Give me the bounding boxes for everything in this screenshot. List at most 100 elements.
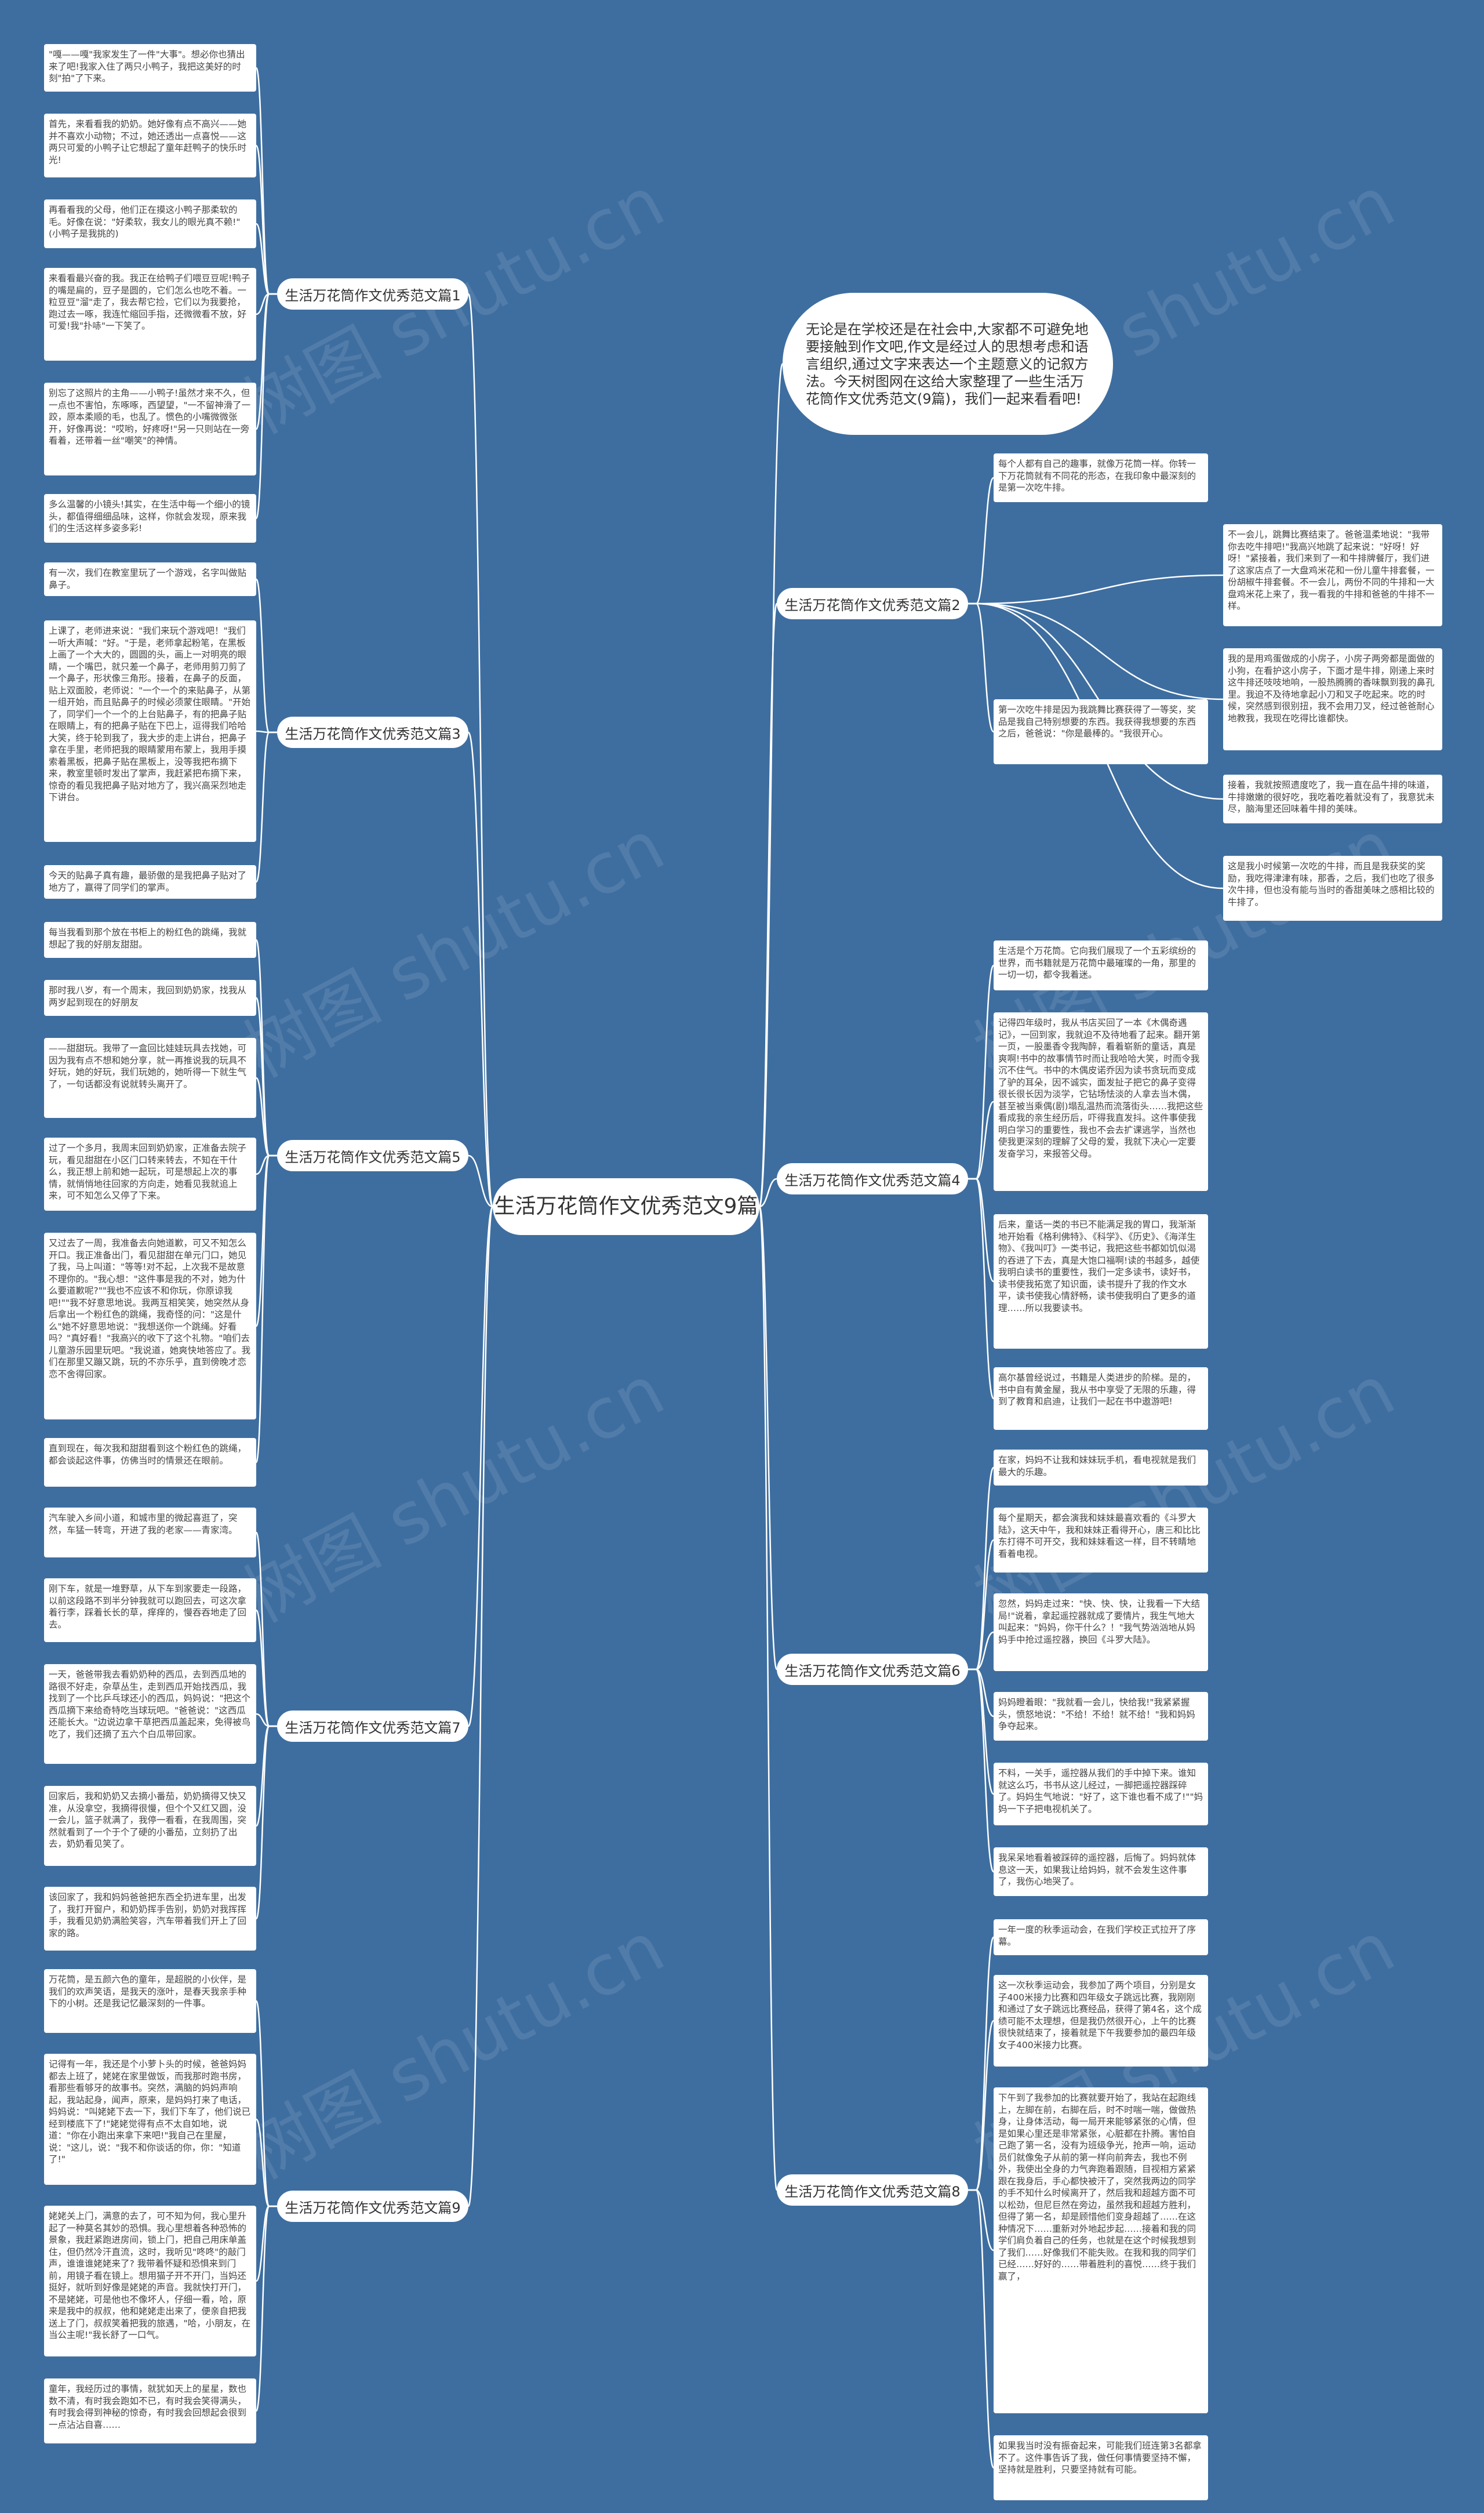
leaf-1-1: "嘎——嘎"我家发生了一件"大事"。想必你也猜出来了吧!我家入住了两只小鸭子，我… [44,44,256,92]
leaf-5-5: 又过去了一周，我准备去向她道歉，可又不知怎么开口。我正准备出门，看见甜甜在单元门… [44,1233,256,1419]
link-leaf-8 [976,2189,994,2251]
link-leaf-5 [255,1077,270,1157]
leaf-4-4: 高尔基曾经说过，书籍是人类进步的阶梯。是的，书中自有黄金屋，我从书中享受了无限的… [994,1367,1208,1430]
leaf-2-3: 我的是用鸡蛋做成的小房子，小房子两旁都是面做的小狗，在看护这小房子，下面才是牛排… [1223,648,1442,750]
branch-8[interactable]: 生活万花筒作文优秀范文篇8 [777,2174,968,2206]
link-leaf-2 [976,574,1224,605]
leaf-5-1: 每当我看到那个放在书柜上的粉红色的跳绳，我就想起了我的好朋友甜甜。 [44,922,256,958]
link-leaf-6 [975,1668,995,1795]
link-leaf-1 [255,223,270,295]
link-leaf-1 [255,144,270,295]
branch-1[interactable]: 生活万花筒作文优秀范文篇1 [277,278,468,310]
branch-3[interactable]: 生活万花筒作文优秀范文篇3 [277,717,468,748]
link-leaf-3 [255,578,270,733]
leaf-8-2: 这一次秋季运动会，我参加了两个项目，分别是女子400米接力比赛和四年级女子跳远比… [994,1975,1208,2067]
link-leaf-9 [255,2118,270,2207]
link-root-branch-3 [467,731,494,1208]
leaf-8-4: 如果我当时没有振奋起来，可能我们班连第3名都拿不了。这件事告诉了我，做任何事情要… [994,2435,1208,2500]
intro-bubble[interactable]: 无论是在学校还是在社会中,大家都不可避免地要接触到作文吧,作文是经过人的思想考虑… [783,293,1113,435]
link-leaf-1 [256,293,270,315]
leaf-1-4: 来看看最兴奋的我。我正在给鸭子们喂豆豆呢!鸭子的嘴是扁的，豆子是圆的，它们怎么也… [44,268,256,361]
link-leaf-7 [255,1531,270,1727]
leaf-5-6: 直到现在，每次我和甜甜看到这个粉红色的跳绳，都会谈起这件事，仿佛当时的情景还在眼… [44,1438,256,1487]
leaf-6-1: 在家，妈妈不让我和妹妹玩手机，看电视就是我们最大的乐趣。 [994,1450,1208,1486]
leaf-3-1: 有一次，我们在教室里玩了一个游戏，名字叫做贴鼻子。 [44,562,256,596]
leaf-2-1: 每个人都有自己的趣事，就像万花筒一样。你转一下万花筒就有不同花的形态，在我印象中… [994,453,1208,502]
link-root-branch-8 [758,1205,778,2191]
link-leaf-1 [255,293,270,520]
link-leaf-7 [255,1725,270,1920]
link-leaf-8 [975,1936,995,2191]
leaf-9-1: 万花筒，是五颜六色的童年，是超脱的小伙伴，是我们的欢声笑语，是我天的涨叶，是春天… [44,1969,256,2033]
leaf-6-4: 妈妈瞪着眼："我就看一会儿，快给我!"我紧紧握头，愤怒地说："不给！不给！就不给… [994,1692,1208,1741]
leaf-9-4: 童年，我经历过的事情，就犹如天上的星星，数也数不清，有时我会跑如不已，有时我会笑… [44,2378,256,2443]
link-leaf-4 [975,964,995,1180]
branch-4[interactable]: 生活万花筒作文优秀范文篇4 [777,1163,968,1194]
leaf-5-4: 过了一个多月，我周末回到奶奶家，正准备去院子玩，看见甜甜在小区门口转来转去，不知… [44,1138,256,1211]
leaf-7-4: 回家后，我和奶奶又去摘小番茄，奶奶摘得又快又准，从没拿空，我摘得很慢，但个个又红… [44,1786,256,1866]
leaf-3-3: 今天的贴鼻子真有趣，最骄傲的是我把鼻子贴对了地方了，赢得了同学们的掌声。 [44,865,256,899]
leaf-2-5: 接着，我就按照遗度吃了，我一直在品牛排的味道，牛排嫩嫩的很好吃，我吃着吃着就没有… [1223,775,1442,823]
leaf-3-2: 上课了，老师进来说："我们来玩个游戏吧！"我们一听大声喊："好。"于是，老师拿起… [44,620,256,842]
branch-2[interactable]: 生活万花筒作文优秀范文篇2 [777,588,968,619]
link-leaf-3 [256,730,270,733]
leaf-1-2: 首先，来看看我的奶奶。她好像有点不高兴——她并不喜欢小动物；不过，她还透出一点喜… [44,114,256,177]
leaf-1-3: 再看看我的父母，他们正在摸这小鸭子那柔软的毛。好像在说："好柔软，我女儿的眼光真… [44,199,256,248]
link-leaf-5 [255,997,270,1157]
leaf-7-1: 汽车驶入乡间小道，和城市里的微起喜逛了，突然，车猛一转弯，开进了我的老家——青家… [44,1508,256,1557]
leaf-6-2: 每个星期天，都会演我和妹妹最喜欢看的《斗罗大陆》，这天中午，我和妹妹正看得开心，… [994,1508,1208,1573]
link-root-branch-1 [467,293,494,1208]
link-leaf-7 [255,1609,270,1727]
leaf-6-5: 不料，一关手，遥控器从我们的手中掉下来。谁知就这么巧，书书从这儿经过，一脚把遥控… [994,1763,1208,1825]
leaf-4-1: 生活是个万花筒。它向我们展现了一个五彩缤纷的世界，而书籍就是万花筒中最璀璨的一角… [994,940,1208,990]
leaf-7-2: 刚下车，就是一堆野草，从下车到家要走一段路，以前这段路不到半分钟我就可以跑回去，… [44,1578,256,1642]
link-leaf-6 [975,1539,995,1671]
link-leaf-4 [975,1178,995,1283]
branch-7[interactable]: 生活万花筒作文优秀范文篇7 [277,1711,468,1742]
leaf-7-3: 一天，爸爸带我去看奶奶种的西瓜，去到西瓜地的路很不好走，杂草丛生，走到西瓜开始找… [44,1664,256,1764]
link-root-branch-6 [758,1205,778,1671]
link-root-branch-5 [468,1154,493,1208]
link-root-branch-7 [467,1205,494,1727]
link-leaf-8 [975,2189,995,2469]
link-leaf-4 [975,1178,995,1400]
link-root-intro [758,363,784,1208]
link-leaf-5 [255,1154,270,1464]
leaf-2-2: 不一会儿，跳舞比赛结束了。爸爸温柔地说："我带你去吃牛排吧!"我高兴地跳了起来说… [1223,524,1442,626]
branch-6[interactable]: 生活万花筒作文优秀范文篇6 [777,1654,968,1685]
link-root-branch-4 [759,1178,777,1208]
intro-text: 无论是在学校还是在社会中,大家都不可避免地要接触到作文吧,作文是经过人的思想考虑… [806,321,1089,407]
link-root-branch-2 [758,602,778,1208]
link-leaf-9 [255,2000,270,2207]
link-leaf-2 [975,602,995,733]
leaf-4-2: 记得四年级时，我从书店买回了一本《木偶奇遇记》，一回到家，我就迫不及待地看了起来… [994,1012,1208,1191]
branch-5[interactable]: 生活万花筒作文优秀范文篇5 [277,1140,468,1171]
link-leaf-2 [975,477,995,605]
link-leaf-5 [256,1154,270,1175]
leaf-8-1: 一年一度的秋季运动会，在我们学校正式拉开了序幕。 [994,1919,1208,1955]
link-root-branch-9 [467,1205,494,2207]
leaf-4-3: 后来，童话一类的书已不能满足我的胃口，我渐渐地开始看《格利佛特》、《科学》、《历… [994,1214,1208,1349]
leaf-6-3: 忽然，妈妈走过来："快、快、快，让我看一下大结局!"说着，拿起遥控器就成了要情片… [994,1593,1208,1671]
link-leaf-7 [256,1713,270,1727]
link-leaf-3 [255,731,270,883]
branch-9[interactable]: 生活万花筒作文优秀范文篇9 [277,2191,468,2222]
leaf-1-5: 别忘了这照片的主角——小鸭子!虽然才来不久，但一点也不害怕，东啄啄，西望望，"一… [44,383,256,475]
link-leaf-9 [255,2205,270,2412]
link-leaf-6 [976,1631,994,1671]
link-leaf-2 [976,602,1224,700]
link-leaf-6 [976,1668,994,1717]
root-topic[interactable]: 生活万花筒作文优秀范文9篇 [493,1178,759,1235]
leaf-9-2: 记得有一年，我还是个小萝卜头的时候，爸爸妈妈都去上班了，姥姥在家里做饭，而我那时… [44,2054,256,2185]
leaf-1-6: 多么温馨的小镜头!其实，在生活中每一个细小的镜头，都值得细细品味，这样，你就会发… [44,494,256,543]
link-leaf-8 [975,2020,995,2191]
leaf-2-4: 第一次吃牛排是因为我跳舞比赛获得了一等奖，奖品是我自己特别想要的东西。我获得我想… [994,699,1208,764]
link-leaf-6 [975,1668,995,1873]
link-leaf-4 [976,1101,994,1180]
leaf-8-3: 下午到了我参加的比赛就要开始了，我站在起跑线上，左脚在前，右脚在后，时不时喘一喘… [994,2087,1208,2413]
leaf-2-6: 这是我小时候第一次吃的牛排，而且是我获奖的奖励，我吃得津津有味，那香，之后，我们… [1223,856,1442,921]
leaf-7-5: 该回家了，我和妈妈爸爸把东西全扔进车里，出发了，我打开窗户，和奶奶挥手告别，奶奶… [44,1887,256,1951]
leaf-9-3: 姥姥关上门，满意的去了，可不知为何，我心里升起了一种莫名其妙的恐惧。我心里想着各… [44,2206,256,2356]
link-leaf-6 [975,1466,995,1671]
leaf-5-2: 那时我八岁，有一个周末，我回到奶奶家，找我从两岁起到现在的好朋友 [44,980,256,1016]
